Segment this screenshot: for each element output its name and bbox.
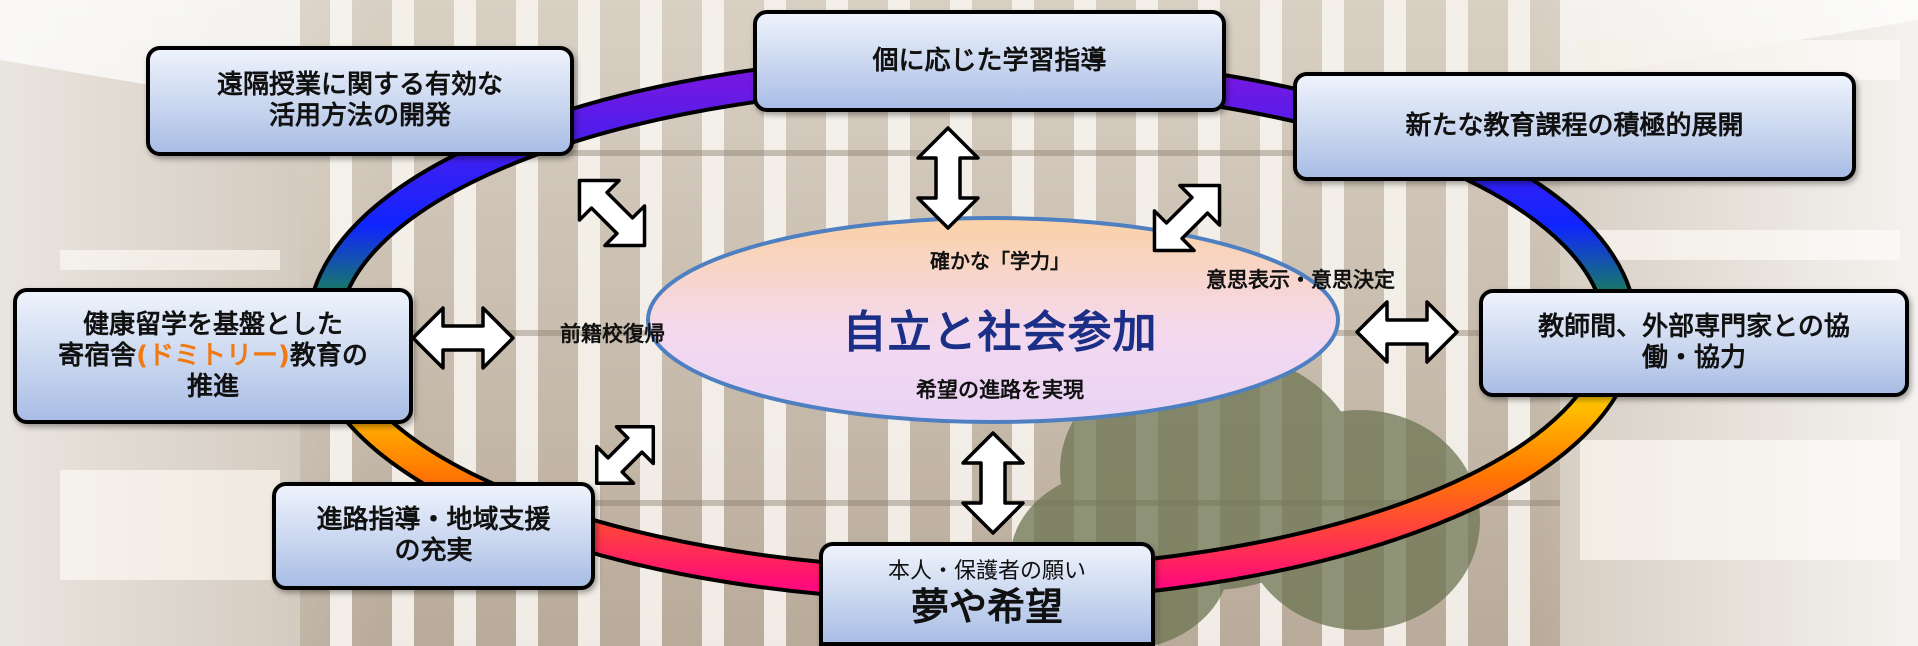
dormitory-highlight: (ドミトリー) [136, 340, 290, 371]
box-remote-learning: 遠隔授業に関する有効な 活用方法の開発 [146, 46, 574, 156]
box-health-dormitory-line2-pre: 寄宿舎 [58, 340, 137, 371]
box-curriculum: 新たな教育課程の積極的展開 [1293, 72, 1856, 181]
self-expression-label: 意思表示・意思決定 [1206, 268, 1395, 292]
box-collaboration: 教師間、外部専門家との協 働・協力 [1479, 289, 1909, 397]
double-arrow-bottom-icon [961, 431, 1025, 535]
return-school-label: 前籍校復帰 [560, 322, 665, 346]
box-career-guidance-line1: 進路指導・地域支援 [316, 505, 551, 535]
box-remote-learning-line2: 活用方法の開発 [268, 101, 451, 131]
double-arrow-left-icon [411, 306, 515, 370]
box-health-dormitory-line2-post: 教育の [289, 340, 368, 371]
box-remote-learning-line1: 遠隔授業に関する有効な [216, 70, 503, 100]
box-career-guidance-line2: の充実 [394, 536, 473, 566]
box-career-guidance: 進路指導・地域支援 の充実 [272, 482, 595, 590]
box-health-dormitory-line2: 寄宿舎(ドミトリー)教育の [58, 341, 368, 372]
box-health-dormitory: 健康留学を基盤とした 寄宿舎(ドミトリー)教育の 推進 [13, 288, 413, 424]
double-arrow-top-icon [916, 126, 980, 230]
core-bottom-label: 希望の進路を実現 [916, 378, 1084, 402]
core-ellipse [646, 216, 1340, 424]
box-collaboration-line2: 働・協力 [1641, 343, 1746, 373]
double-arrow-upper-right-icon [1152, 183, 1222, 253]
core-title: 自立と社会参加 [842, 307, 1158, 358]
box-curriculum-text: 新たな教育課程の積極的展開 [1405, 111, 1744, 141]
double-arrow-lower-left-icon [594, 424, 656, 486]
box-collaboration-line1: 教師間、外部専門家との協 [1538, 312, 1850, 342]
box-individual-instruction: 個に応じた学習指導 [753, 10, 1226, 112]
box-health-dormitory-line3: 推進 [186, 371, 239, 402]
box-individual-instruction-text: 個に応じた学習指導 [872, 45, 1107, 76]
box-dreams-hopes: 本人・保護者の願い 夢や希望 [819, 542, 1155, 646]
double-arrow-upper-left-icon [577, 178, 647, 248]
double-arrow-right-icon [1355, 300, 1459, 364]
box-dreams-hopes-sub: 本人・保護者の願い [887, 559, 1086, 584]
core-top-label: 確かな「学力」 [930, 249, 1070, 273]
box-dreams-hopes-main: 夢や希望 [910, 585, 1063, 629]
box-health-dormitory-line1: 健康留学を基盤とした [82, 309, 343, 340]
